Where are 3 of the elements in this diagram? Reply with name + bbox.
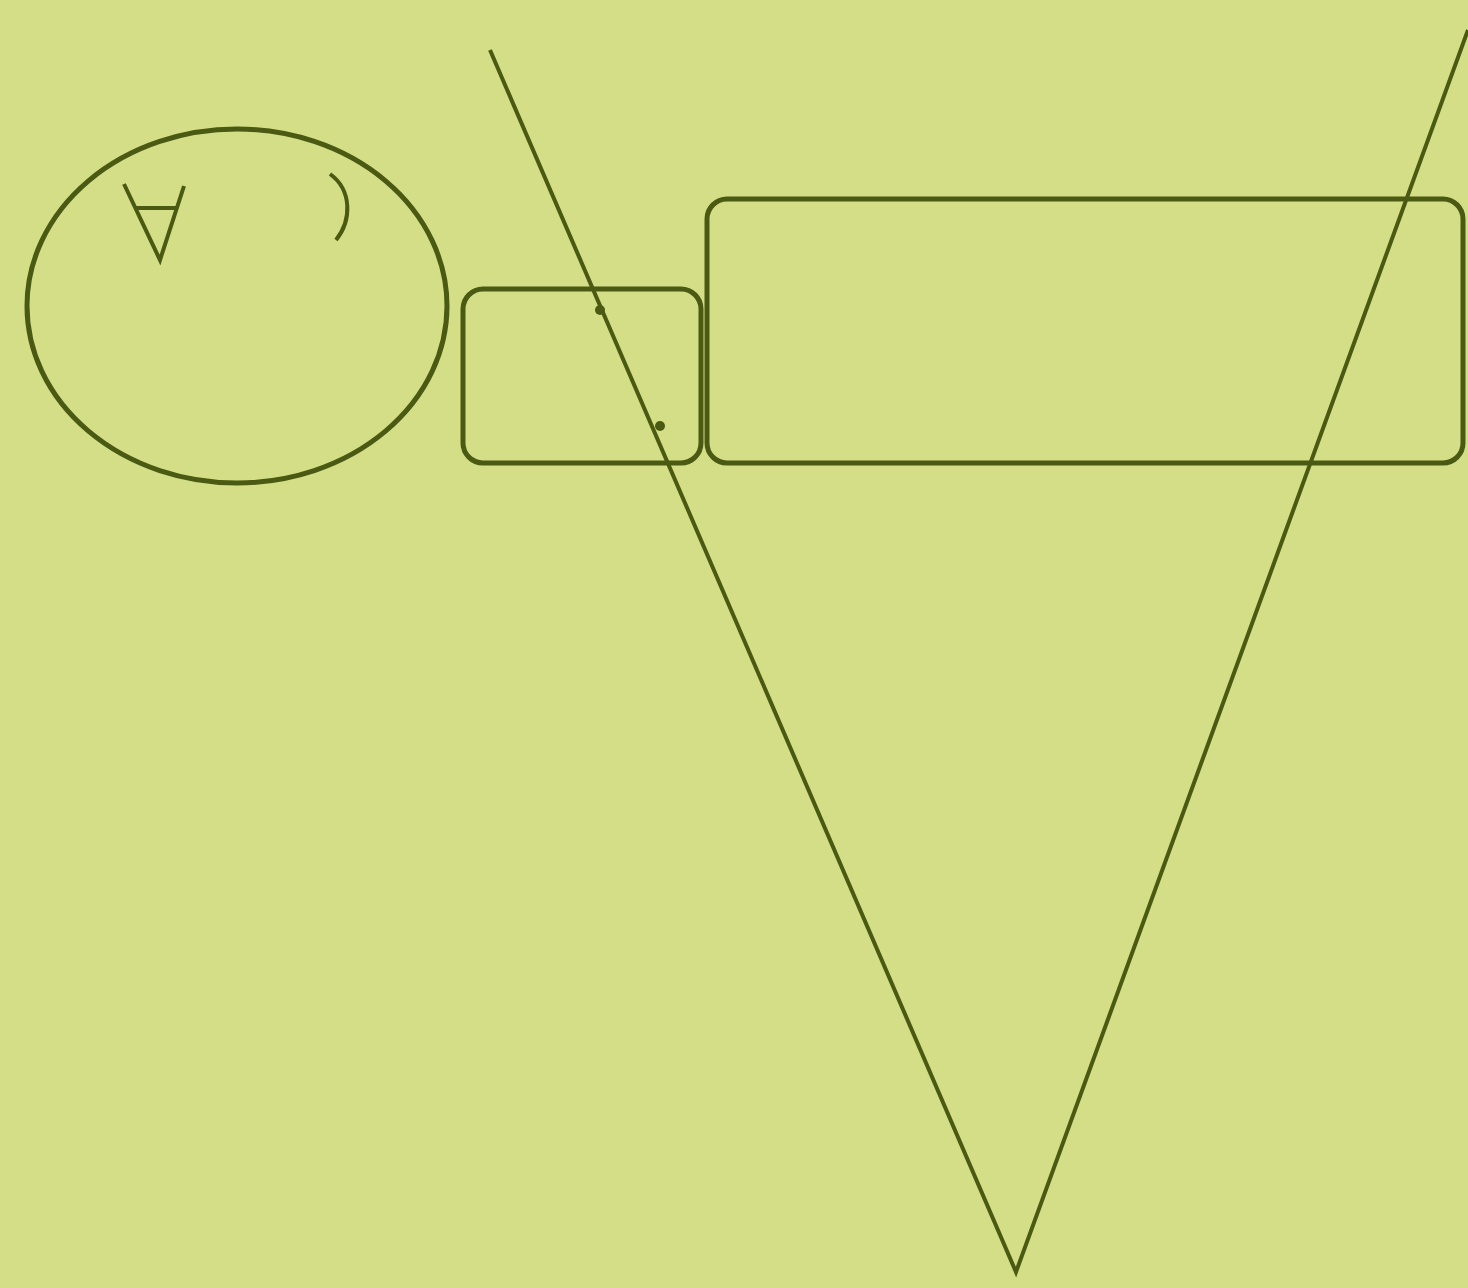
- rounded-box: [704, 196, 1466, 466]
- rounded-box: [460, 286, 704, 466]
- oval-outline: [24, 126, 450, 486]
